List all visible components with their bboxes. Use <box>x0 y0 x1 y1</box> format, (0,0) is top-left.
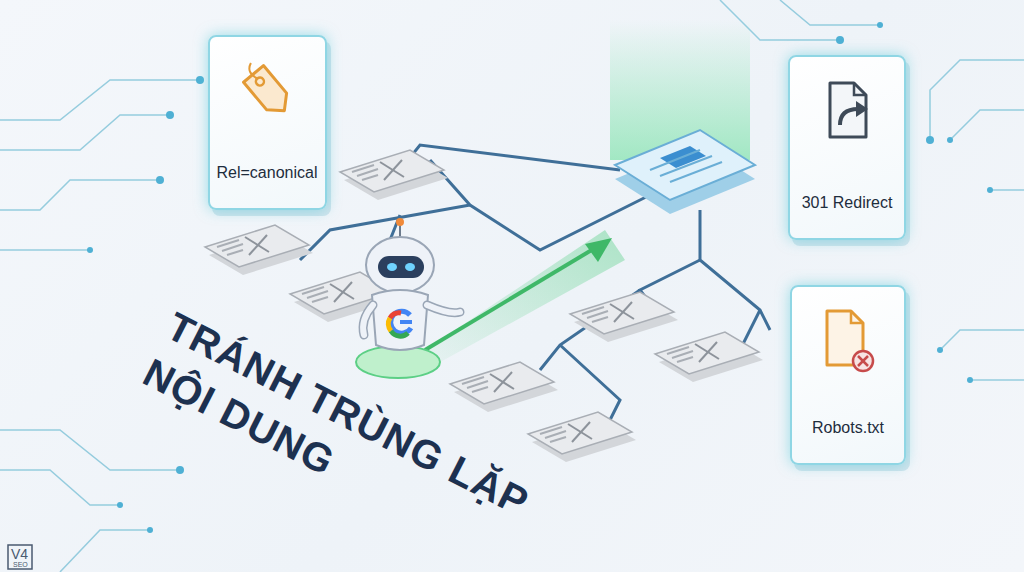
card-icon <box>790 75 904 145</box>
card: 301 Redirect <box>788 55 906 240</box>
card-label: Robots.txt <box>792 419 904 437</box>
logo-mark: V4 <box>11 547 28 561</box>
title-text: TRÁNH TRÙNG LẶP NỘI DUNG <box>135 300 539 572</box>
card: Robots.txt <box>790 285 906 465</box>
card-label: 301 Redirect <box>790 194 904 212</box>
card-icon <box>210 55 325 125</box>
card-icon <box>792 305 904 375</box>
card: Rel=canonical <box>208 35 327 210</box>
card-label: Rel=canonical <box>210 164 325 182</box>
logo-text: SEO <box>13 561 28 568</box>
